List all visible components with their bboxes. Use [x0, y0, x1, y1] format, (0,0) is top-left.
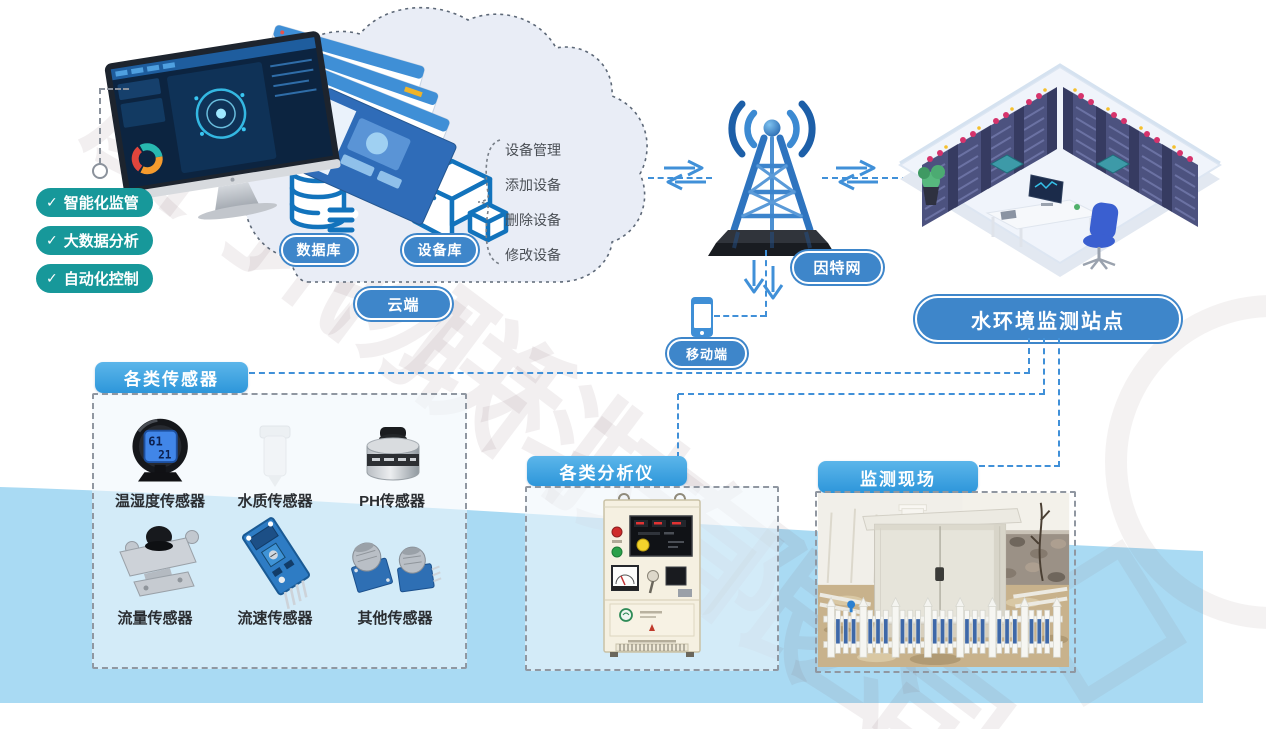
station-branch-line	[1058, 338, 1060, 467]
station-branch-line	[1043, 338, 1045, 395]
database-label: 数据库	[296, 242, 342, 258]
bidirectional-arrows-icon	[664, 159, 706, 191]
tower-mobile-link	[765, 250, 767, 317]
check-icon: ✓	[46, 270, 58, 286]
phone-home-button	[700, 330, 704, 335]
analyzers-section-tab: 各类分析仪	[527, 456, 687, 486]
imac-monitor	[104, 31, 341, 220]
other-sensors-icon	[351, 542, 442, 593]
svg-text:21: 21	[158, 448, 172, 461]
plant	[918, 165, 945, 205]
feature-label: 自动化控制	[63, 271, 139, 288]
flow-sensor-icon	[119, 526, 199, 597]
tower-mobile-link	[714, 315, 766, 317]
check-icon: ✓	[46, 232, 58, 248]
internet-label: 因特网	[813, 260, 862, 277]
station-analyzers-link	[677, 394, 679, 458]
water-quality-sensor-icon	[259, 425, 291, 487]
ph-sensor-icon	[366, 427, 420, 481]
down-arrows-icon	[743, 260, 784, 300]
server-room-illustration	[898, 63, 1222, 277]
svg-text:61: 61	[148, 434, 162, 448]
server-racks	[921, 86, 1199, 228]
station-sensors-link	[249, 372, 1030, 374]
operation-item: 修改设备	[505, 247, 561, 263]
station-label: 水环境监测站点	[971, 310, 1125, 333]
operation-item: 删除设备	[505, 212, 561, 228]
device-library-label-pill: 设备库	[402, 235, 478, 265]
internet-label-pill: 因特网	[792, 251, 883, 284]
site-section-tab: 监测现场	[818, 461, 978, 493]
sensor-label: 其他传感器	[357, 610, 433, 627]
sensors-section-tab: 各类传感器	[95, 362, 248, 393]
mobile-label: 移动端	[685, 347, 728, 362]
station-label-pill: 水环境监测站点	[915, 296, 1181, 342]
station-site-link	[979, 465, 1060, 467]
temp-humidity-sensor-icon: 61 21	[132, 418, 188, 482]
operation-item: 设备管理	[505, 142, 561, 158]
office-chair	[1082, 202, 1119, 270]
desk	[985, 174, 1102, 247]
monitor-connector-line	[99, 88, 129, 90]
cloud-tower-link	[648, 177, 712, 179]
phone-icon	[691, 297, 713, 337]
sensor-label: 流量传感器	[117, 610, 193, 627]
station-analyzers-link	[678, 393, 1045, 395]
feature-pill: ✓ 大数据分析	[36, 226, 153, 255]
feature-label: 智能化监管	[63, 195, 139, 212]
check-icon: ✓	[46, 194, 58, 210]
site-title: 监测现场	[860, 469, 936, 489]
sensor-label: 流速传感器	[237, 610, 313, 627]
bidirectional-arrows-icon	[836, 159, 878, 191]
feature-pill: ✓ 自动化控制	[36, 264, 153, 293]
analyzer-instrument-illustration	[603, 493, 701, 657]
sensors-title: 各类传感器	[124, 370, 219, 389]
brace-icon	[477, 139, 501, 265]
mobile-label-pill: 移动端	[667, 339, 747, 368]
monitor-connector-line	[99, 88, 101, 164]
feature-label: 大数据分析	[63, 233, 139, 250]
device-library-label: 设备库	[417, 242, 463, 258]
database-label-pill: 数据库	[281, 235, 357, 265]
dashboard-monitors-illustration	[104, 24, 457, 225]
analyzers-title: 各类分析仪	[559, 463, 655, 483]
tower-room-link	[822, 177, 908, 179]
cloud-label: 云端	[387, 296, 420, 314]
phone-screen	[693, 304, 711, 328]
connector-dot	[92, 163, 108, 179]
station-branch-line	[1028, 338, 1030, 374]
feature-pill: ✓ 智能化监管	[36, 188, 153, 217]
cloud-label-pill: 云端	[355, 288, 452, 320]
velocity-sensor-icon	[241, 517, 310, 610]
radio-tower-icon	[708, 100, 836, 256]
operation-item: 添加设备	[505, 177, 561, 193]
site-photo-illustration	[817, 493, 1070, 667]
sensor-label: 水质传感器	[237, 493, 313, 510]
site-box	[815, 491, 1076, 673]
sensor-label: PH传感器	[359, 493, 425, 510]
sensor-label: 温湿度传感器	[114, 493, 205, 510]
